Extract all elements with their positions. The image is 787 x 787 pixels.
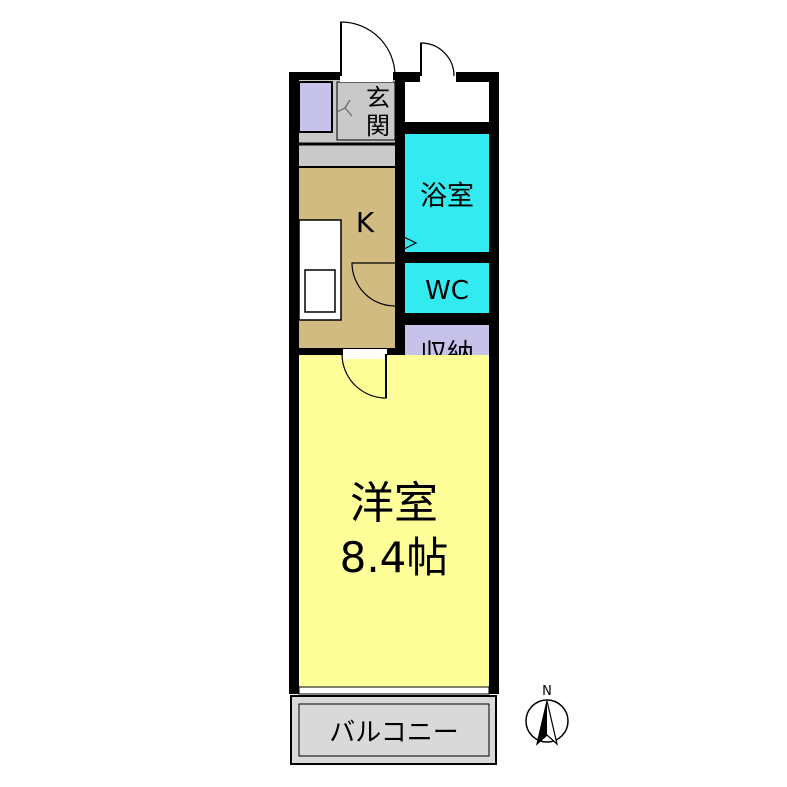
western-door-opening (343, 349, 387, 359)
balcony-window (298, 686, 490, 695)
western-room (299, 355, 489, 687)
balcony-label: バルコニー (329, 718, 458, 748)
bath-door-arrow (403, 236, 418, 250)
closet-door-swing (420, 42, 455, 77)
exterior-closet (405, 82, 489, 122)
corridor (299, 146, 395, 166)
bath-room (405, 134, 489, 252)
closet-door-opening (420, 70, 456, 82)
genkan-step-lines (336, 99, 353, 117)
shoe-closet (298, 81, 333, 133)
entry-door-opening (340, 70, 393, 82)
wc-door-swing (351, 262, 396, 307)
wc-label: WC (425, 276, 469, 306)
wc-room (405, 263, 489, 313)
kitchen-sink (304, 269, 336, 313)
western-room-label: 洋室 (350, 478, 438, 529)
compass: N (525, 684, 569, 746)
genkan-tile (336, 81, 396, 141)
kitchen-label: K (356, 206, 375, 239)
balcony-inner (298, 703, 490, 757)
bath-label: 浴室 (420, 181, 474, 212)
north-arrow-fill (537, 701, 547, 744)
western-room-size: 8.4帖 (340, 533, 449, 582)
genkan-label-2: 関 (366, 112, 390, 140)
genkan-label-1: 玄 (366, 84, 390, 112)
western-door-swing (341, 353, 387, 399)
north-label: N (542, 684, 552, 699)
entry-door-swing (340, 21, 396, 77)
